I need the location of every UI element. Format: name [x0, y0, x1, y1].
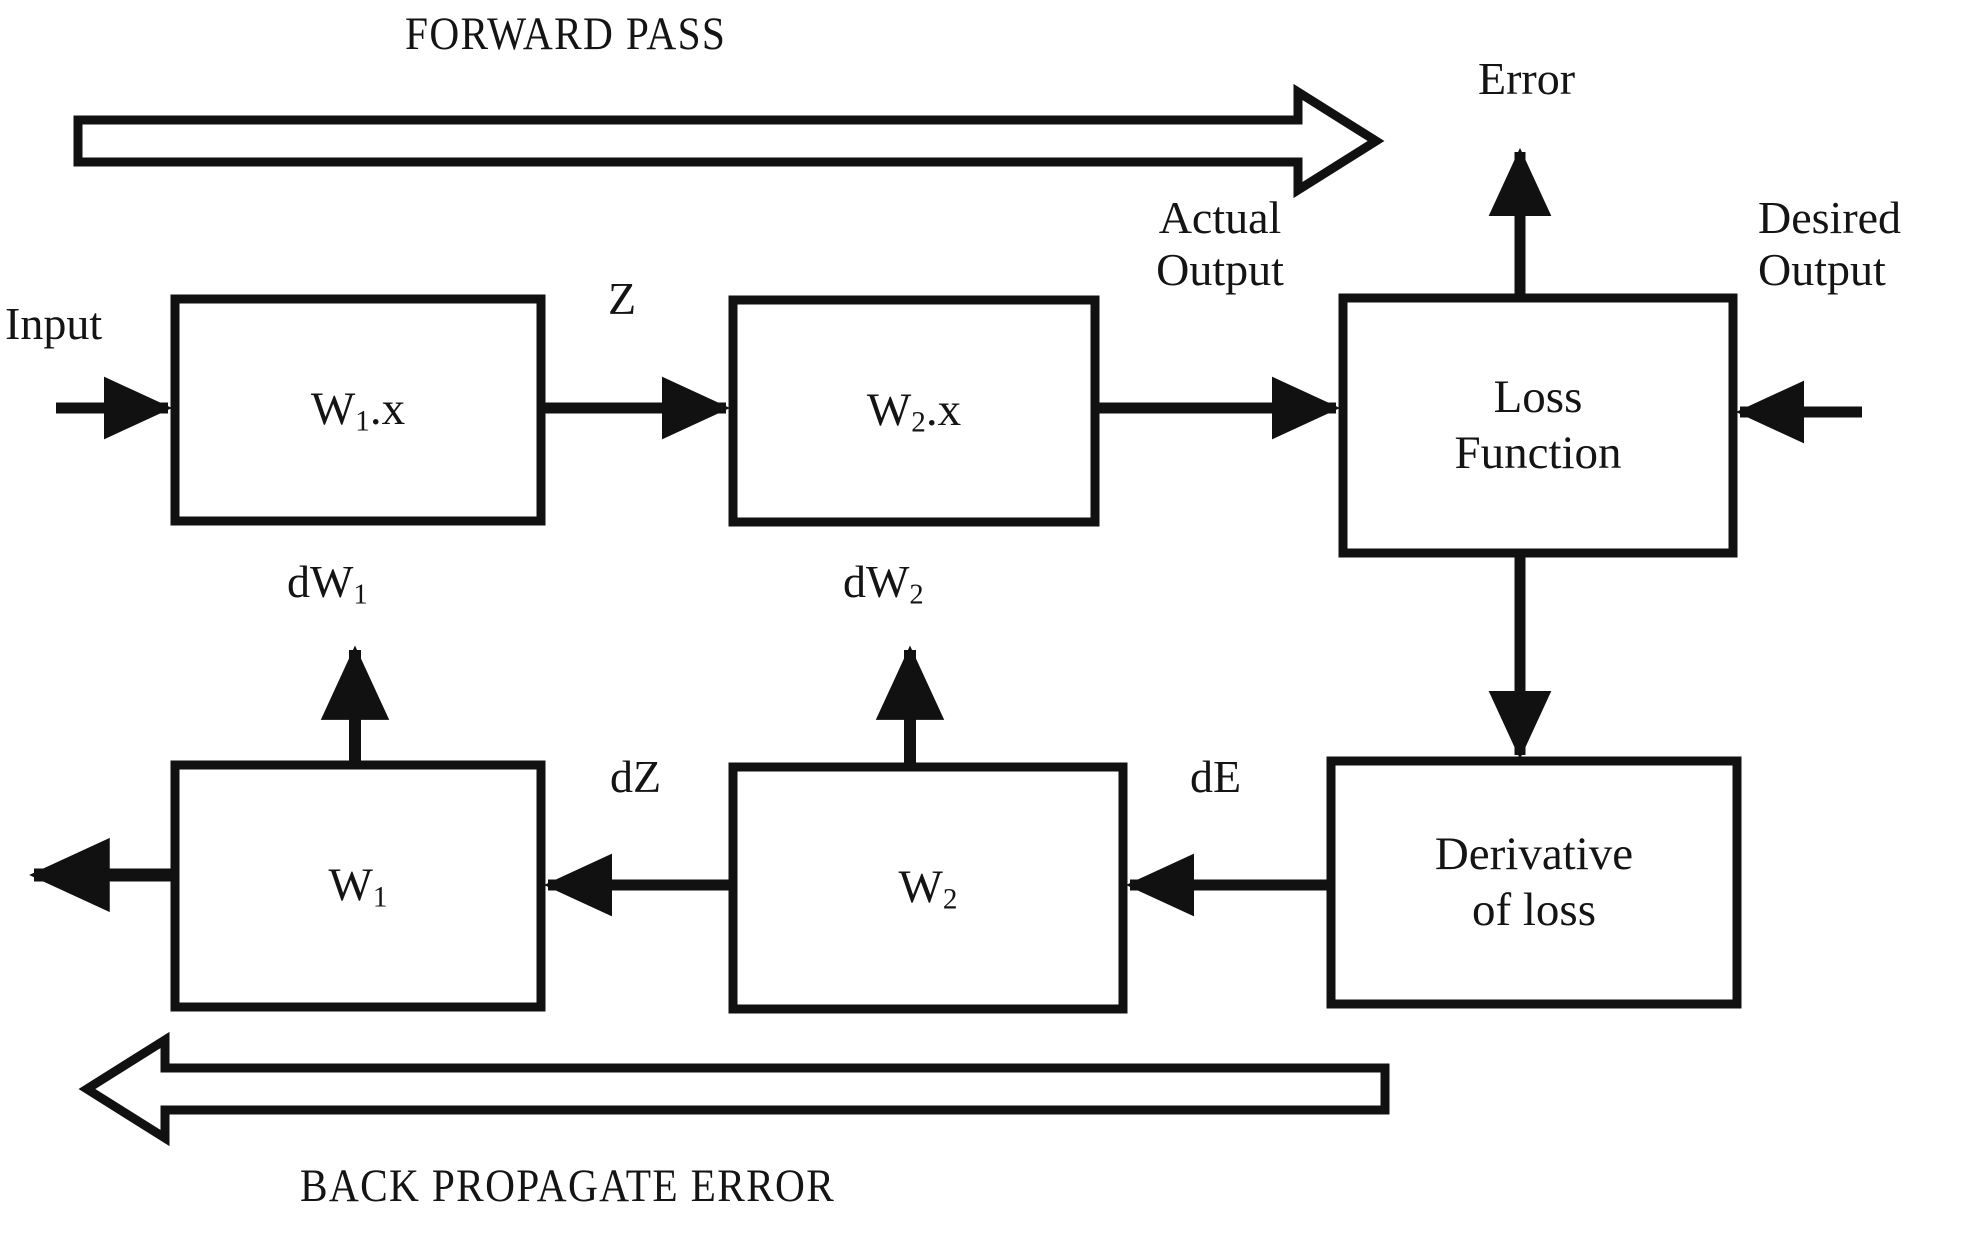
back-propagate-block-arrow	[78, 1031, 1390, 1147]
box-w2	[728, 762, 1128, 1014]
label-dw2: dW2	[843, 556, 924, 611]
label-actual-output-line2: Output	[1156, 243, 1284, 295]
box-w1x	[170, 294, 546, 526]
box-loss-function	[1338, 293, 1738, 558]
back-propagate-title: BACK PROPAGATE ERROR	[300, 1160, 836, 1212]
label-desired-output: Desired Output	[1758, 192, 1965, 295]
label-actual-output: Actual Output	[1130, 192, 1310, 295]
forward-pass-block-arrow	[73, 83, 1385, 199]
forward-pass-title: FORWARD PASS	[405, 8, 727, 60]
label-actual-output-line1: Actual	[1158, 192, 1282, 243]
label-z: Z	[608, 273, 637, 324]
box-derivative-of-loss	[1326, 756, 1742, 1009]
label-dw1: dW1	[287, 556, 368, 611]
label-de: dE	[1190, 751, 1242, 802]
box-w2x	[728, 295, 1100, 527]
label-dz: dZ	[610, 751, 662, 802]
label-desired-output-line1: Desired	[1758, 192, 1902, 243]
label-error: Error	[1478, 53, 1576, 104]
label-input: Input	[5, 298, 103, 349]
box-w1	[170, 760, 546, 1012]
label-desired-output-line2: Output	[1758, 243, 1886, 295]
